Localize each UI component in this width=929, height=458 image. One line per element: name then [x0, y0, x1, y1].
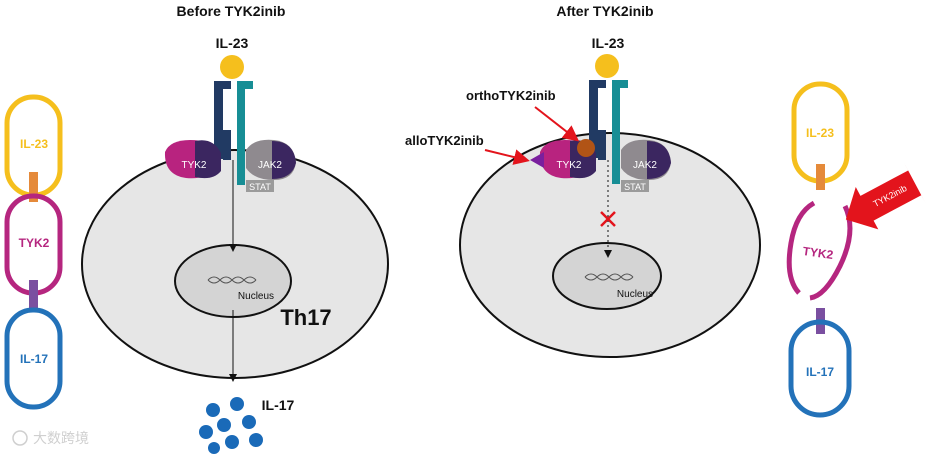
cell-after-nucleus — [552, 242, 662, 310]
stat-label-after: STAT — [624, 182, 646, 192]
right-chain-tyk2-label: TYK2 — [802, 244, 835, 262]
jak2-kinase-dark-before — [272, 141, 296, 179]
receptor-teal-after — [612, 80, 628, 184]
tyk2-label-before: TYK2 — [181, 160, 206, 171]
il23-ligand-label-after: IL-23 — [592, 35, 625, 51]
stat-box-after — [621, 180, 649, 192]
title-after: After TYK2inib — [556, 3, 653, 19]
watermark-text: 大数跨境 — [33, 430, 89, 446]
stat-label-before: STAT — [249, 182, 271, 192]
block-x-icon — [600, 211, 616, 227]
allo-inhibitor-arrow — [484, 149, 530, 165]
cell-type-label: Th17 — [280, 305, 331, 330]
il23-ligand-label-before: IL-23 — [216, 35, 249, 51]
allo-inhibitor-molecule — [530, 152, 544, 168]
dna-icon — [584, 273, 634, 281]
left-chain-tyk2-label: TYK2 — [19, 236, 50, 250]
right-chain-connector-1 — [816, 164, 825, 190]
right-chain-tyk2-broken-link-b — [786, 200, 816, 295]
right-chain: IL-23 TYK2 IL-17 TYK2inib — [786, 81, 926, 418]
right-chain-il17-label: IL-17 — [806, 365, 834, 379]
il17-output-dots — [199, 397, 263, 454]
cell-before: Nucleus Th17 IL-23 TYK2 JAK2 STAT — [81, 35, 389, 382]
left-chain-il17-label: IL-17 — [20, 352, 48, 366]
jak2-kinase-dark-after — [647, 141, 671, 179]
cell-after-nucleus-label: Nucleus — [617, 289, 653, 300]
right-chain-tyk2-broken-link-a — [809, 204, 853, 301]
left-chain-il17-link — [4, 307, 63, 410]
receptor-dark-lower-after — [598, 130, 606, 160]
tyk2-kinase-dark-before — [195, 140, 221, 179]
allo-inhibitor-label: alloTYK2inib — [405, 133, 484, 148]
ortho-inhibitor-molecule — [577, 139, 595, 157]
receptor-teal-before — [237, 81, 253, 185]
receptor-dark-lower-before — [223, 130, 231, 160]
receptor-dark-after — [589, 80, 606, 158]
cell-before-nucleus-label: Nucleus — [238, 291, 274, 302]
il17-output-label: IL-17 — [262, 397, 295, 413]
stat-box-before — [246, 180, 274, 192]
right-chain-il17-link — [788, 319, 852, 418]
left-chain: IL-23 TYK2 IL-17 — [4, 94, 63, 410]
left-chain-il23-label: IL-23 — [20, 137, 48, 151]
dna-icon — [207, 276, 257, 284]
tyk2-label-after: TYK2 — [556, 160, 581, 171]
receptor-dark-before — [214, 81, 231, 159]
ortho-inhibitor-label: orthoTYK2inib — [466, 88, 556, 103]
jak2-label-after: JAK2 — [633, 160, 657, 171]
title-before: Before TYK2inib — [177, 3, 286, 19]
cell-after: Nucleus IL-23 TYK2 JAK2 STAT orthoTYK2in… — [405, 35, 761, 358]
watermark-logo-icon — [12, 430, 28, 446]
jak2-label-before: JAK2 — [258, 160, 282, 171]
watermark: 大数跨境 — [12, 430, 89, 446]
il23-ligand-after — [595, 54, 619, 78]
tyk2inib-arrow: TYK2inib — [845, 161, 926, 230]
il23-ligand-before — [220, 55, 244, 79]
ortho-inhibitor-arrow — [534, 106, 580, 142]
left-chain-connector-2 — [29, 280, 38, 310]
left-chain-connector-1 — [29, 172, 38, 202]
right-chain-il23-label: IL-23 — [806, 126, 834, 140]
